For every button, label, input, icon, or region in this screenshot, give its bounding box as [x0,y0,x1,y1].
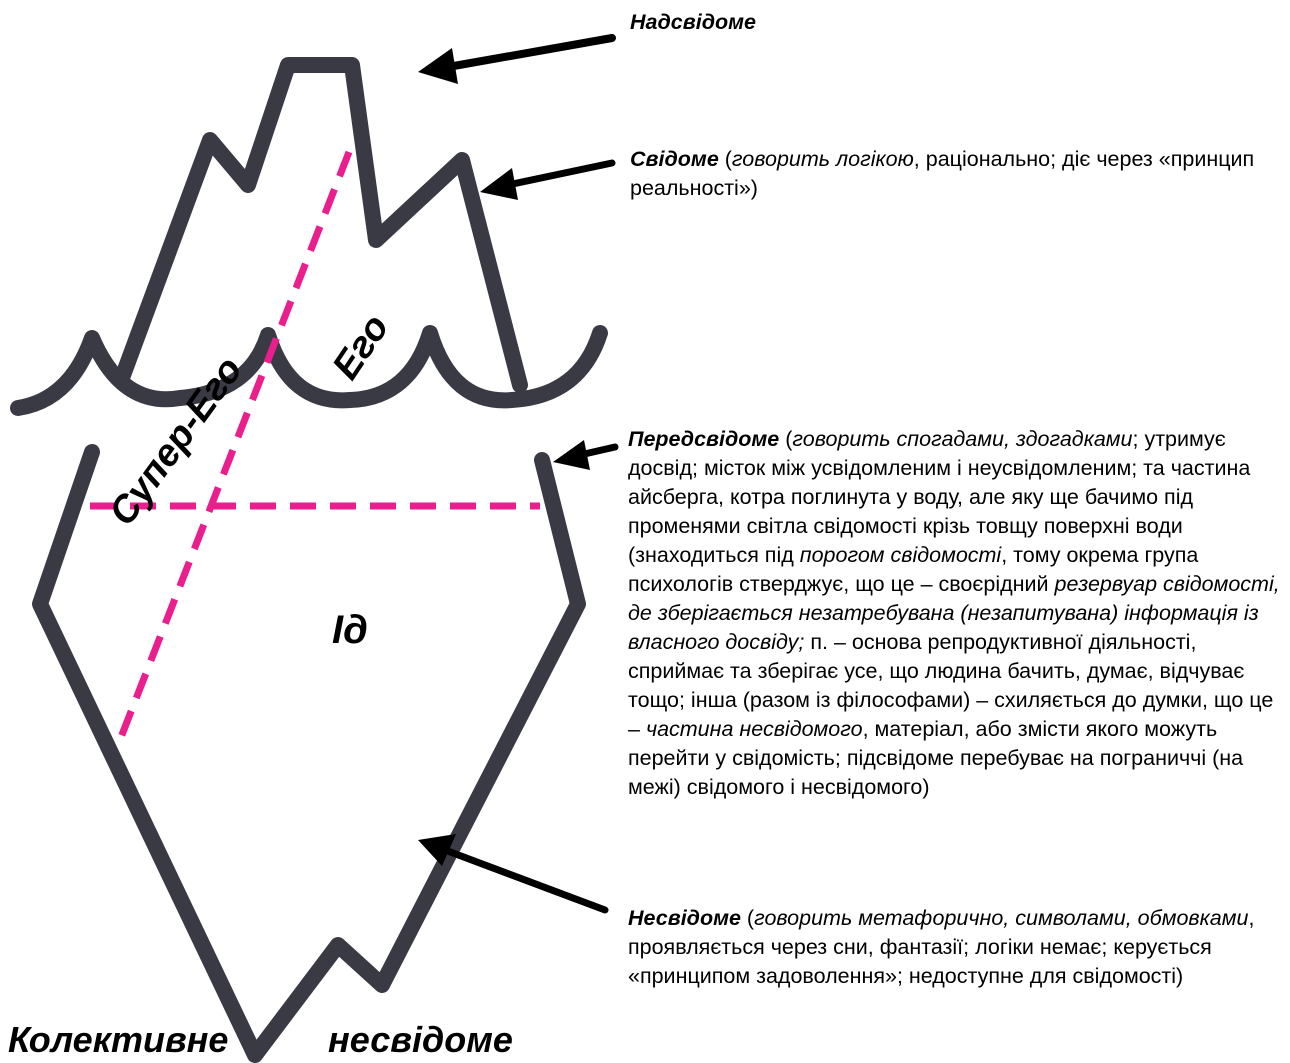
preconscious-description: Передсвідоме (говорить спогадами, здогад… [628,425,1288,802]
preconscious-text-italic: порогом свідомості [799,543,1002,567]
unconscious-description: Несвідоме (говорить метафорично, символа… [628,904,1288,991]
arrow-superconscious [418,34,616,84]
preconscious-text: ( [779,427,793,451]
superconscious-description: Надсвідоме [630,8,1270,37]
conscious-text: , раціонально; діє через «принцип реальн… [630,147,1255,200]
unconscious-text: ( [740,906,755,930]
conscious-text-italic: говорить логікою [731,147,914,171]
arrow-unconscious [418,834,609,914]
arrow-preconscious [553,440,619,470]
preconscious-text-italic: говорить спогадами, здогадками [792,427,1133,451]
conscious-description: Свідоме (говорить логікою, раціонально; … [630,145,1270,203]
preconscious-text: п. – основа репродуктивної діяльності, с… [628,630,1274,741]
iceberg-body-outline [32,444,586,1063]
unconscious-text: , проявляється через сни, фантазії; логі… [628,906,1255,988]
arrow-conscious [480,159,616,200]
collective-unconscious-label-word2: несвідоме [328,1019,513,1060]
conscious-title: Свідоме [630,147,719,171]
unconscious-text-italic: говорить метафорично, символами, обмовка… [754,906,1249,930]
id-label: Ід [332,608,368,652]
superconscious-title: Надсвідоме [630,10,756,34]
unconscious-title: Несвідоме [628,906,741,930]
conscious-text: ( [718,147,732,171]
preconscious-text: , матеріал, або змісти якого можуть пере… [628,717,1244,799]
ego-label: Его [325,307,398,387]
iceberg-tip-outline [114,57,528,393]
collective-unconscious-label-word1: Колективне [8,1019,229,1060]
preconscious-text-italic: резервуар свідомості, де зберігається не… [628,572,1280,654]
ego-superego-divider [114,150,353,747]
preconscious-text-italic: частина несвідомого [645,717,863,741]
preconscious-text: , тому окрема група психологів стверджує… [628,543,1199,596]
preconscious-text: ; утримує досвід; місток між усвідомлени… [628,427,1251,567]
preconscious-title: Передсвідоме [628,427,780,451]
water-waves [10,325,608,416]
